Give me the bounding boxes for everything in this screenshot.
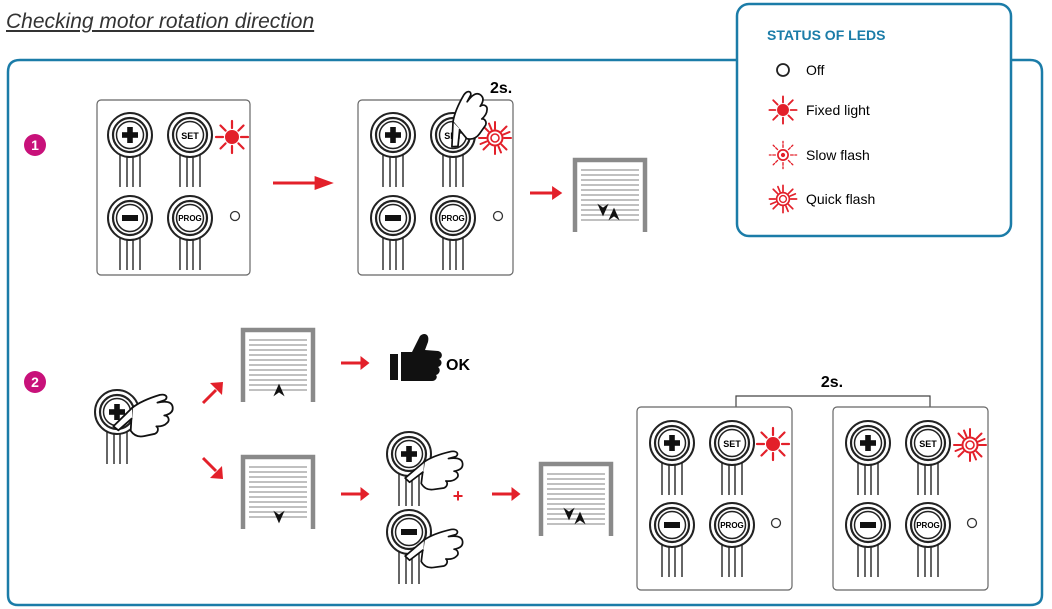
page-title: Checking motor rotation direction <box>6 10 315 33</box>
svg-text:SET: SET <box>723 439 741 449</box>
led-off-icon <box>776 63 790 77</box>
legend-item-off: Off <box>806 62 825 78</box>
set-button: SET <box>166 111 214 189</box>
led-status-legend: STATUS OF LEDS Off Fixed light Slow flas… <box>735 2 1013 238</box>
set-button: SET <box>904 419 952 497</box>
svg-text:2: 2 <box>31 374 39 390</box>
prog-button: PROG <box>429 194 477 272</box>
svg-text:PROG: PROG <box>178 214 202 223</box>
prog-button: PROG <box>708 501 756 579</box>
led-fixed-icon <box>768 95 798 125</box>
svg-text:PROG: PROG <box>720 521 744 530</box>
led-off-icon <box>229 210 241 222</box>
svg-text:PROG: PROG <box>441 214 465 223</box>
control-panel-fixed-light: SET PROG <box>636 406 793 591</box>
arrow-up-right-icon <box>201 382 223 405</box>
control-panel-initial: SET PROG <box>96 99 251 276</box>
thumbs-up-icon <box>390 334 442 381</box>
legend-item-quick: Quick flash <box>806 191 875 207</box>
arrow-down-right-icon <box>201 456 223 479</box>
control-panel-press-set: SET PROG <box>357 86 514 276</box>
led-slow-icon <box>768 140 798 170</box>
step-1-marker: 1 <box>24 134 46 156</box>
svg-text:SET: SET <box>919 439 937 449</box>
legend-heading: STATUS OF LEDS <box>767 27 885 43</box>
led-fixed-icon <box>755 426 791 462</box>
hold-time-label: 2s. <box>490 80 512 97</box>
led-off-icon <box>770 517 782 529</box>
svg-text:PROG: PROG <box>916 521 940 530</box>
led-off-icon <box>966 517 978 529</box>
step-2-marker: 2 <box>24 371 46 393</box>
svg-text:SET: SET <box>181 131 199 141</box>
hold-time-label: 2s. <box>821 374 843 391</box>
led-off-icon <box>492 210 504 222</box>
set-button: SET <box>708 419 756 497</box>
prog-button: PROG <box>166 194 214 272</box>
svg-text:1: 1 <box>31 137 39 153</box>
ok-label: OK <box>446 357 470 374</box>
prog-button: PROG <box>904 501 952 579</box>
bracket <box>735 395 931 407</box>
led-quick-icon <box>953 428 987 462</box>
led-quick-icon <box>768 184 798 214</box>
led-fixed-icon <box>214 119 250 155</box>
legend-item-slow: Slow flash <box>806 147 870 163</box>
plus-combine-label: + <box>453 486 464 506</box>
control-panel-quick-flash: SET PROG <box>832 406 989 591</box>
legend-item-fixed: Fixed light <box>806 102 870 118</box>
